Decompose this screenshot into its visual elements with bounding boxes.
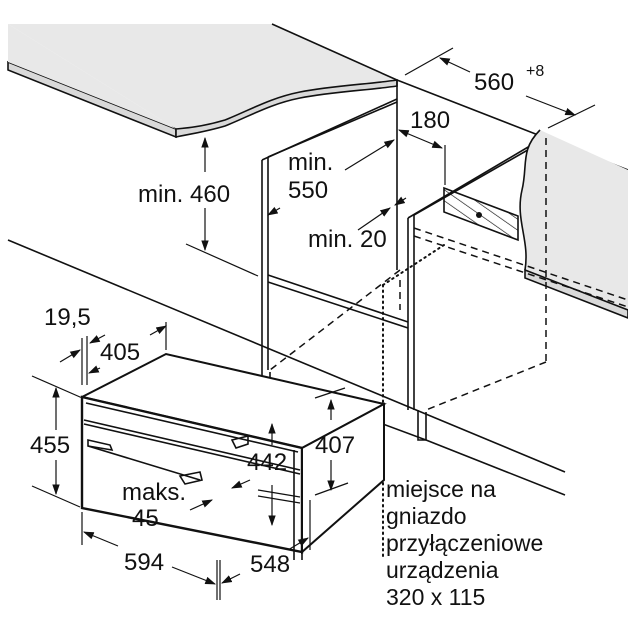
label-rear-opening: 180	[410, 107, 450, 134]
socket-note-line: gniazdo	[386, 503, 467, 529]
countertop	[7, 23, 398, 139]
label-top-depth: 405	[100, 339, 140, 366]
label-door-overhang-line1: maks.	[122, 479, 186, 506]
label-width: 594	[124, 549, 164, 576]
label-niche-width-tolerance: +8	[526, 63, 544, 80]
label-front-panel-offset: 19,5	[44, 304, 91, 331]
socket-note-line: 320 x 115	[386, 584, 485, 610]
dimension-lines	[31, 47, 596, 600]
label-cabinet-depth-line2: 550	[288, 177, 328, 204]
socket-note: miejsce na gniazdo przyłączeniowe urządz…	[386, 476, 543, 610]
label-niche-width: 560	[474, 69, 514, 96]
label-countertop-clearance: min. 460	[138, 181, 230, 208]
label-front-height: 455	[30, 432, 70, 459]
label-side-gap: min. 20	[308, 226, 387, 253]
socket-note-line: miejsce na	[386, 476, 496, 502]
socket-note-line: przyłączeniowe	[386, 530, 543, 556]
oven-appliance	[79, 352, 387, 560]
socket-note-line: urządzenia	[386, 557, 499, 583]
label-side-height: 407	[315, 432, 355, 459]
label-depth: 548	[250, 551, 290, 578]
label-cabinet-depth-line1: min.	[288, 149, 333, 176]
dimension-labels: min. 460 min. 550 min. 20 180 560 +8 19,…	[30, 63, 544, 578]
label-door-overhang-line2: 45	[132, 505, 159, 532]
label-body-height: 442	[247, 449, 287, 476]
